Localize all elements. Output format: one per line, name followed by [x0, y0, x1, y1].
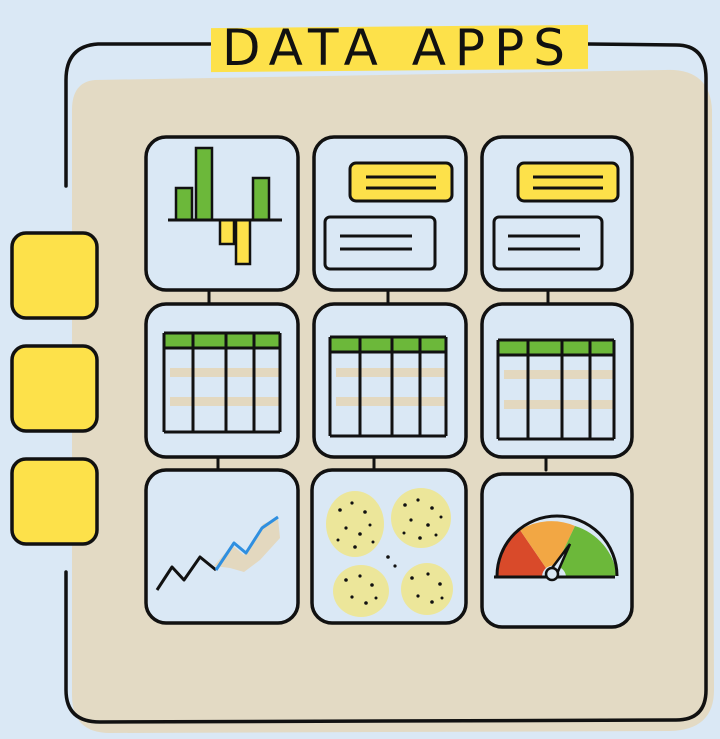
- line-chart-icon: [155, 515, 280, 591]
- tile-bar-chart[interactable]: [144, 135, 300, 292]
- title-highlight: [211, 24, 588, 73]
- tile-clusters[interactable]: [310, 468, 468, 625]
- side-tile-3[interactable]: [10, 457, 99, 546]
- form-fields-icon: [323, 161, 454, 271]
- tile-line-chart[interactable]: [144, 468, 300, 625]
- tile-form-1[interactable]: [312, 135, 468, 292]
- tile-table-3[interactable]: [480, 302, 634, 459]
- page-title: DATA APPS: [222, 19, 574, 77]
- bar-chart-icon: [168, 146, 282, 266]
- side-tiles: [10, 231, 99, 546]
- table-icon: [496, 338, 616, 441]
- side-tile-1[interactable]: [10, 231, 99, 320]
- tile-gauge[interactable]: [480, 472, 634, 629]
- tile-form-2[interactable]: [480, 135, 634, 292]
- table-icon: [328, 335, 448, 438]
- tile-table-2[interactable]: [312, 302, 468, 459]
- gauge-icon: [494, 514, 619, 582]
- tile-table-1[interactable]: [144, 302, 300, 459]
- app-frame: [64, 42, 708, 724]
- cluster-blobs-icon: [326, 488, 453, 617]
- side-tile-2[interactable]: [10, 344, 99, 433]
- form-fields-icon: [492, 161, 620, 271]
- table-icon: [162, 331, 282, 434]
